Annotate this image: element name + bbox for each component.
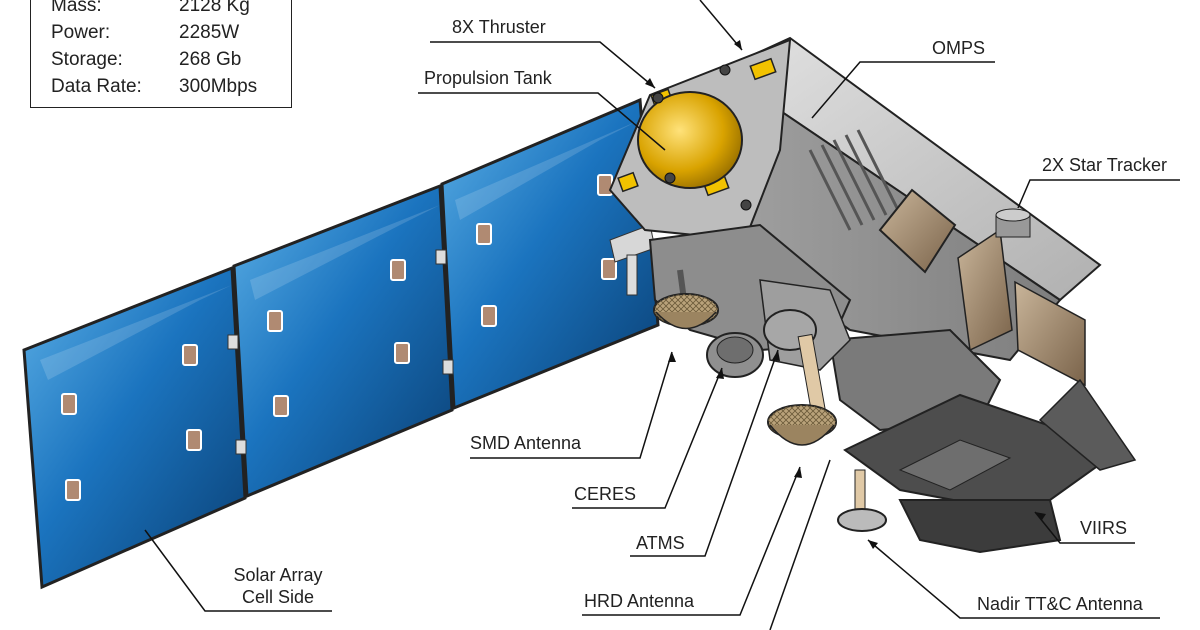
callout-solar-array-line1: Solar Array [233,565,323,585]
spec-row-data-rate: Data Rate: 300Mbps [51,76,257,98]
propulsion-tank [637,91,743,189]
leader-arrowheads [645,40,1046,549]
viirs-instrument [843,378,1137,554]
spec-value: 268 Gb [179,49,242,70]
spec-value: 2128 Kg [179,0,250,16]
spec-label: Storage: [51,49,123,70]
spec-label: Power: [51,22,111,43]
spec-value: 2285W [179,22,240,43]
star-tracker-icon [995,208,1031,238]
callout-omps: OMPS [932,38,986,58]
solar-panel-1 [22,265,247,590]
ceres-instrument [706,332,764,378]
spec-label: Data Rate: [51,76,142,97]
spec-row-mass: Mass: 2128 Kg [51,0,250,17]
callout-viirs: VIIRS [1080,518,1128,538]
callout-smd-antenna: SMD Antenna [470,433,582,453]
spec-label: Mass: [51,0,102,16]
solar-array [22,97,660,590]
spec-row-power: Power: 2285W [51,22,239,44]
spec-value: 300Mbps [179,76,258,97]
spacecraft-bus [608,36,1137,554]
thruster-icon [652,92,664,104]
smd-antenna-dish [653,269,719,330]
callout-ceres: CERES [574,484,637,504]
hrd-antenna-dish [767,333,837,446]
callout-solar-array-line2: Cell Side [241,587,315,607]
spec-row-storage: Storage: 268 Gb [51,49,241,71]
callout-star-tracker: 2X Star Tracker [1042,155,1168,175]
callout-atms: ATMS [636,533,685,553]
spec-box: Mass:2128 Kg Power:2285W Storage:268 Gb … [30,0,292,108]
solar-panel-2 [232,183,454,499]
callout-solar-array: Solar Array Cell Side [218,564,338,608]
callout-nadir-antenna: Nadir TT&C Antenna [977,594,1143,614]
leader-lines [144,0,1180,630]
callout-propulsion-tank: Propulsion Tank [424,68,552,88]
callout-thruster: 8X Thruster [452,17,546,37]
callout-hrd-antenna: HRD Antenna [584,591,695,611]
nadir-antenna [837,469,887,532]
